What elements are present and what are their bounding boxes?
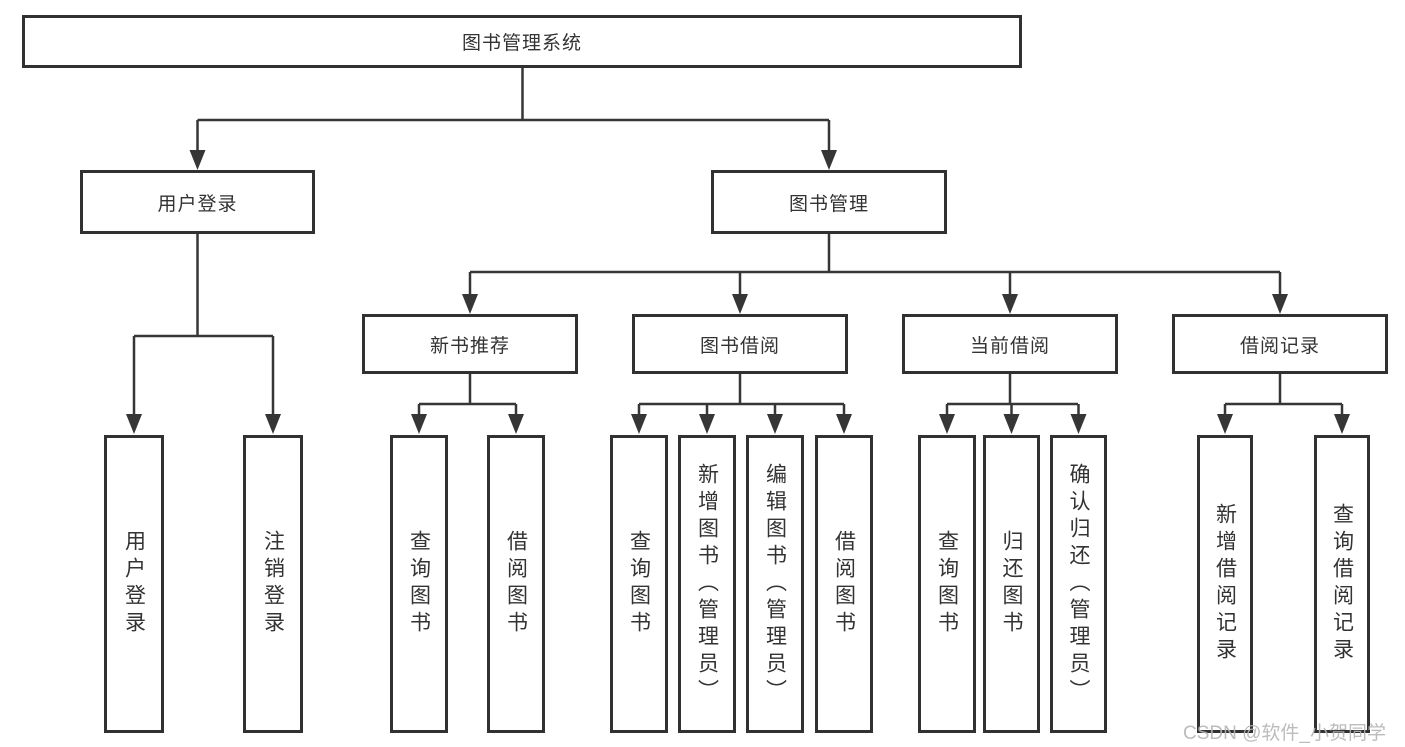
leaf-label: 借阅图书: [832, 530, 856, 638]
leaf-query-books-2: 查询图书: [610, 435, 668, 733]
arrowheads: [126, 150, 1350, 434]
leaf-label: 用户登录: [122, 530, 146, 638]
connector-stems: [132, 68, 1344, 416]
node-label: 用户登录: [157, 193, 238, 215]
node-book-management: 图书管理: [711, 170, 947, 234]
leaf-label: 借阅图书: [504, 530, 528, 638]
node-label: 当前借阅: [969, 335, 1050, 357]
leaf-edit-books-admin: 编辑图书（管理员）: [746, 435, 804, 733]
leaf-label: 查询借阅记录: [1330, 503, 1354, 665]
leaf-return-books: 归还图书: [983, 435, 1040, 733]
leaf-label: 查询图书: [935, 530, 959, 638]
leaf-add-borrow-record: 新增借阅记录: [1197, 435, 1253, 733]
leaf-label: 确认归还（管理员）: [1067, 462, 1090, 706]
leaf-logout: 注销登录: [243, 435, 303, 733]
leaf-query-borrow-record: 查询借阅记录: [1314, 435, 1370, 733]
leaf-query-books-1: 查询图书: [390, 435, 448, 733]
leaf-add-books-admin: 新增图书（管理员）: [678, 435, 736, 733]
leaf-label: 查询图书: [627, 530, 651, 638]
leaf-user-login: 用户登录: [104, 435, 164, 733]
leaf-query-books-3: 查询图书: [918, 435, 976, 733]
leaf-label: 新增借阅记录: [1213, 503, 1237, 665]
node-new-book-recommend: 新书推荐: [362, 314, 578, 374]
node-label: 新书推荐: [429, 335, 510, 357]
node-book-borrowing: 图书借阅: [632, 314, 848, 374]
watermark: CSDN @软件_小贺同学: [1183, 723, 1386, 744]
node-label: 借阅记录: [1239, 335, 1320, 357]
node-current-borrowing: 当前借阅: [902, 314, 1118, 374]
node-book-management-system: 图书管理系统: [22, 15, 1022, 68]
leaf-borrow-books-2: 借阅图书: [815, 435, 873, 733]
leaf-label: 新增图书（管理员）: [695, 462, 719, 706]
leaf-label: 编辑图书（管理员）: [763, 462, 787, 706]
node-user-login: 用户登录: [80, 170, 315, 234]
leaf-borrow-books-1: 借阅图书: [487, 435, 545, 733]
node-borrowing-records: 借阅记录: [1172, 314, 1388, 374]
node-label: 图书管理: [788, 193, 869, 215]
leaf-label: 注销登录: [261, 530, 285, 638]
node-label: 图书借阅: [699, 335, 780, 357]
leaf-confirm-return-admin: 确认归还（管理员）: [1050, 435, 1107, 733]
leaf-label: 查询图书: [407, 530, 431, 638]
leaf-label: 归还图书: [1000, 530, 1023, 638]
node-label: 图书管理系统: [461, 33, 582, 54]
